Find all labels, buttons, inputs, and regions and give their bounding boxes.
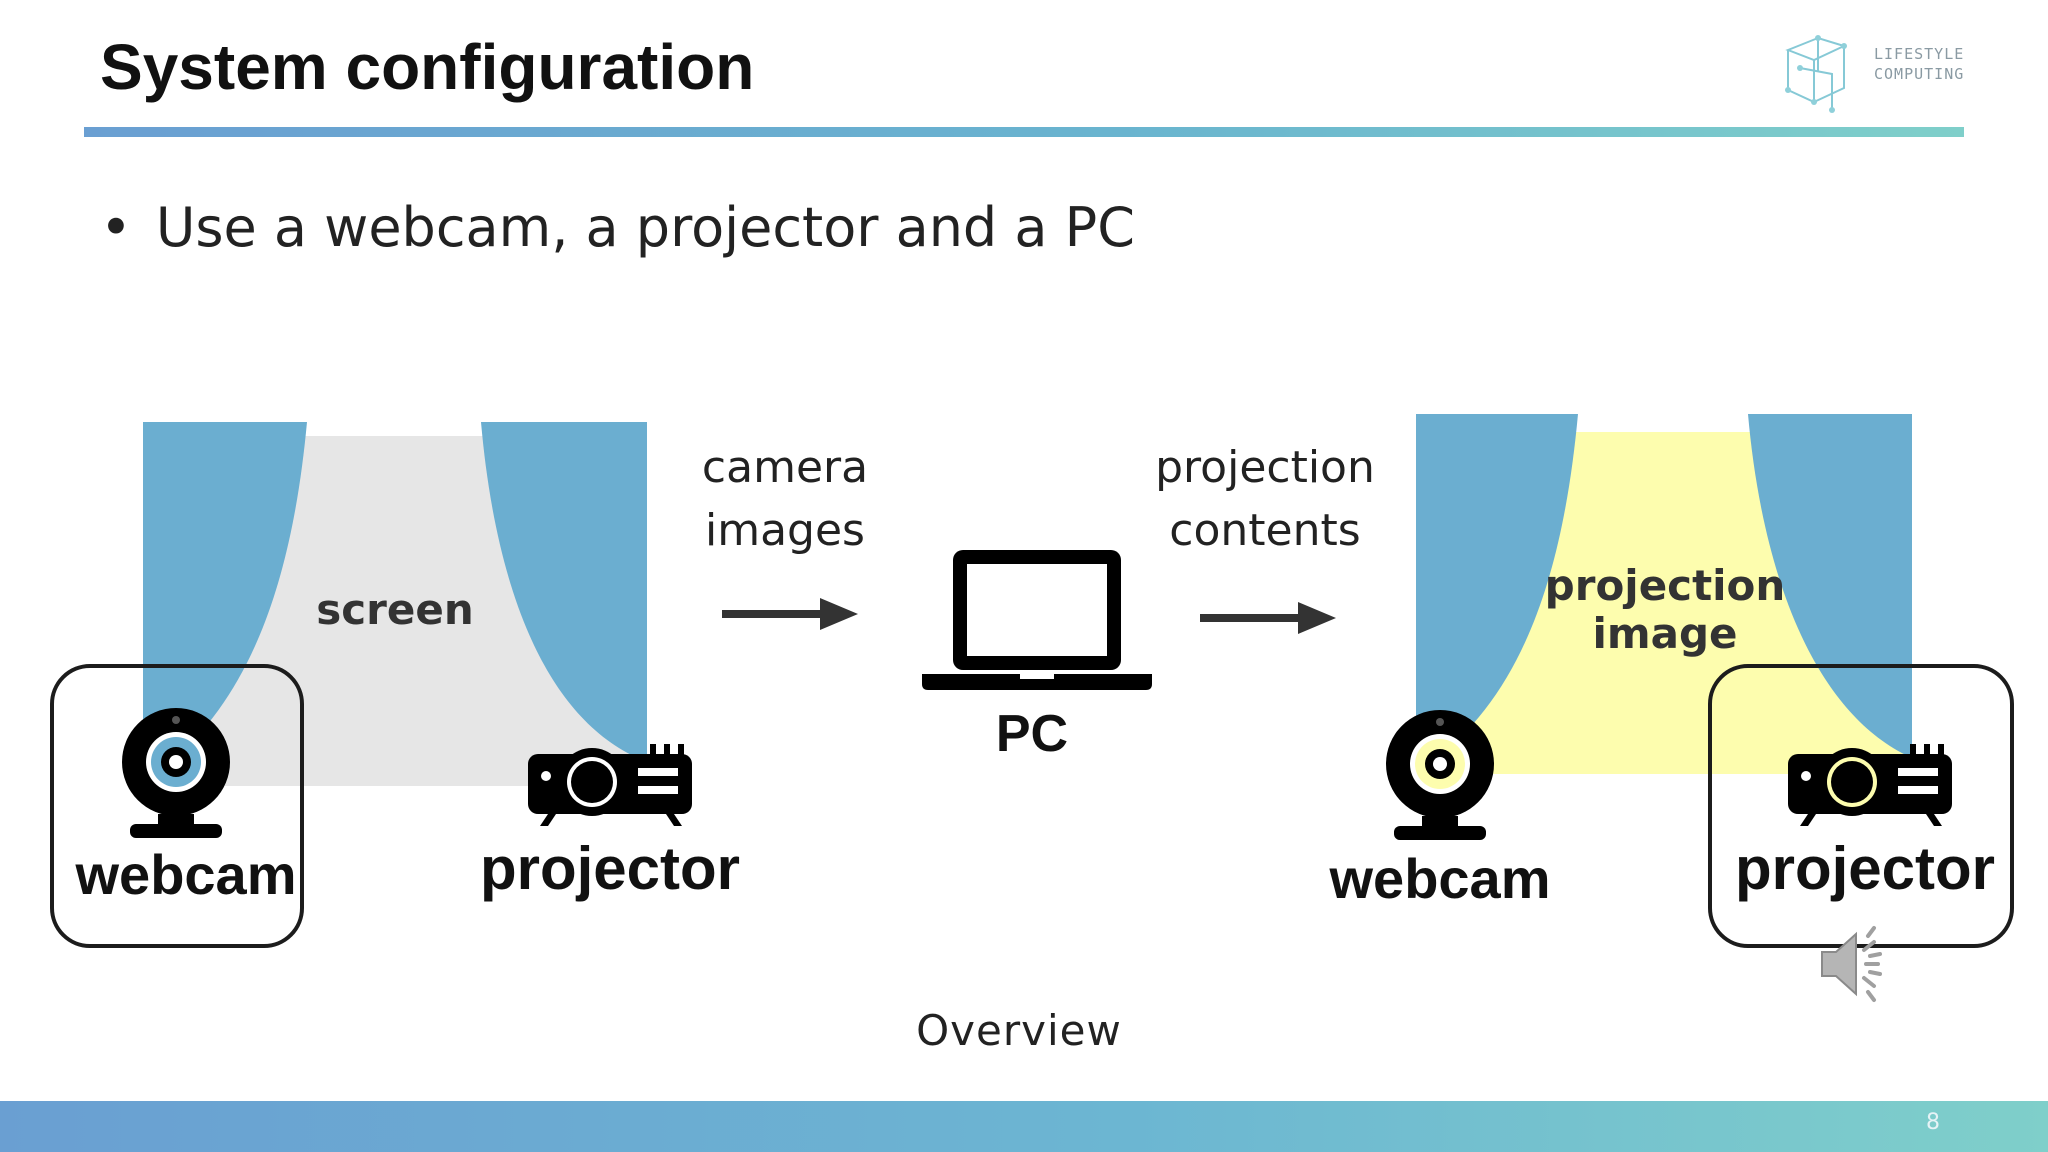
projector-icon (1788, 744, 1952, 826)
projection-image-line2: image (1592, 609, 1738, 658)
logo-text: LIFESTYLE COMPUTING (1874, 44, 1964, 84)
left-curtain-left (143, 422, 307, 782)
cube-network-logo-icon (1785, 35, 1847, 113)
figure-caption: Overview (916, 1006, 1122, 1055)
left-webcam-label: webcam (75, 843, 297, 906)
left-webcam-highlight-box (50, 664, 304, 948)
footer-bar (0, 1101, 2048, 1152)
right-curtain-left (1416, 414, 1578, 772)
projection-image-label: projection image (1540, 562, 1790, 658)
left-screen-scene (143, 422, 647, 786)
logo-line2: COMPUTING (1874, 65, 1965, 83)
right-screen-graphic (1416, 414, 1912, 774)
right-projector-highlight-box (1708, 664, 2014, 948)
right-projector-label: projector (1734, 835, 1996, 902)
speaker-icon[interactable] (1818, 924, 1898, 1004)
title-underline (84, 127, 1964, 137)
arrow-right-icon (722, 598, 858, 630)
webcam-icon (122, 708, 230, 838)
right-screen-scene (1416, 414, 1912, 774)
right-webcam-label: webcam (1329, 847, 1551, 910)
webcam-icon (1386, 710, 1494, 840)
pc-label: PC (995, 705, 1069, 763)
camera-images-line1: camera (701, 442, 869, 493)
projection-contents-line1: projection (1155, 442, 1375, 493)
arrow-right-icon (1200, 602, 1336, 634)
slide-title: System configuration (100, 31, 755, 103)
bullet-text: Use a webcam, a projector and a PC (155, 196, 1135, 259)
bullet-dot: • (100, 196, 132, 259)
camera-images-label: camera images (680, 436, 890, 562)
left-screen-graphic (143, 422, 647, 786)
screen-label: screen (316, 585, 474, 634)
logo-line1: LIFESTYLE (1874, 45, 1965, 63)
projector-icon (528, 744, 692, 826)
projection-contents-label: projection contents (1140, 436, 1390, 562)
left-projector-label: projector (479, 835, 741, 902)
projection-contents-line2: contents (1169, 505, 1361, 556)
laptop-icon (922, 550, 1152, 690)
bullet-item: • Use a webcam, a projector and a PC (100, 196, 1135, 259)
camera-images-line2: images (705, 505, 865, 556)
right-curtain-right (1748, 414, 1912, 758)
left-curtain-right (481, 422, 647, 762)
page-number: 8 (1926, 1110, 1940, 1135)
projection-image-line1: projection (1544, 561, 1786, 610)
